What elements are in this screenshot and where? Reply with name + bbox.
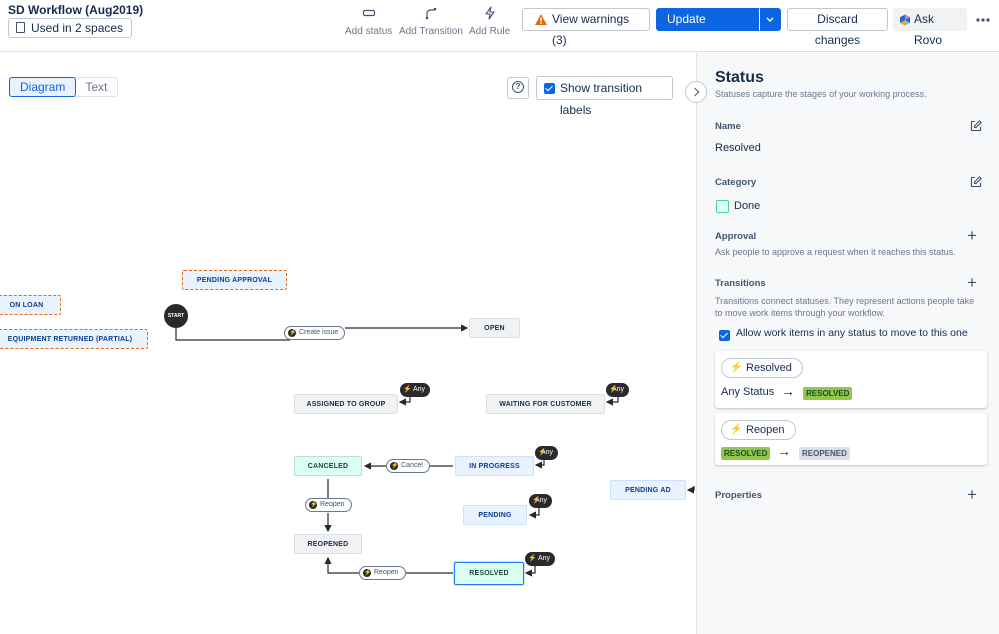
collapse-panel-button[interactable] <box>685 81 707 103</box>
edit-category-icon[interactable] <box>970 176 982 188</box>
edit-name-icon[interactable] <box>970 120 982 132</box>
any-badge-waiting[interactable]: Any <box>606 383 630 397</box>
used-in-spaces-label: Used in 2 spaces <box>31 21 124 35</box>
tab-diagram[interactable]: Diagram <box>9 77 77 97</box>
warning-icon <box>535 14 547 25</box>
status-pending-approval[interactable]: PENDING APPROVAL <box>182 270 287 290</box>
update-options-dropdown[interactable] <box>759 8 781 31</box>
show-labels-label: Show transition labels <box>560 81 643 117</box>
panel-title: Status <box>715 69 764 86</box>
ask-rovo-label: Ask Rovo <box>914 12 943 47</box>
more-icon <box>976 18 990 22</box>
status-pending[interactable]: PENDING <box>463 505 527 525</box>
status-reopened[interactable]: REOPENED <box>294 534 362 554</box>
transition-reopen-1[interactable]: Reopen <box>305 498 352 512</box>
allow-any-status-label: Allow work items in any status to move t… <box>736 327 968 339</box>
add-transition-icon[interactable]: + <box>967 273 977 292</box>
add-transition-label: Add Transition <box>399 26 463 37</box>
category-label: Category <box>715 177 757 188</box>
discard-changes-button[interactable]: Discard changes <box>787 8 888 47</box>
transition-cancel[interactable]: Cancel <box>386 459 430 473</box>
category-color-swatch <box>716 200 729 213</box>
transition-from-lozenge: RESOLVED <box>721 447 771 460</box>
view-toggle: Diagram Text <box>9 77 119 97</box>
workflow-diagram-canvas[interactable]: Diagram Text ? Show transition labels <box>0 53 696 634</box>
transition-card-resolved[interactable]: Resolved Any Status → RESOLVED <box>715 351 987 408</box>
status-details-panel: Status Statuses capture the stages of yo… <box>696 53 999 634</box>
workflow-header: SD Workflow (Aug2019) Used in 2 spaces A… <box>0 0 999 52</box>
transition-create-issue[interactable]: Create issue <box>284 326 346 340</box>
status-icon <box>362 9 375 17</box>
workflow-title: SD Workflow (Aug2019) <box>8 3 144 17</box>
question-icon: ? <box>512 81 524 93</box>
transitions-label: Transitions <box>715 278 766 289</box>
any-badge-inprogress[interactable]: Any <box>535 446 559 460</box>
start-node[interactable]: START <box>164 304 188 328</box>
view-warnings-button[interactable]: View warnings (3) <box>522 8 650 47</box>
update-workflow-label: Update workflow <box>667 12 714 47</box>
status-name-value: Resolved <box>715 142 761 154</box>
status-waiting-for-customer[interactable]: WAITING FOR CUSTOMER <box>486 394 605 414</box>
add-rule-label: Add Rule <box>469 26 511 37</box>
any-badge-pending[interactable]: Any <box>529 494 553 508</box>
show-transition-labels-toggle[interactable]: Show transition labels <box>536 76 673 117</box>
update-workflow-button[interactable]: Update workflow <box>656 8 759 47</box>
edge-reopen-to-reopened-2 <box>324 556 359 574</box>
any-badge-assigned[interactable]: Any <box>400 383 431 397</box>
lightning-icon <box>485 6 495 20</box>
approval-label: Approval <box>715 231 757 242</box>
status-resolved[interactable]: RESOLVED <box>454 562 524 585</box>
transition-from: Any Status <box>721 386 775 398</box>
transition-edges <box>175 324 695 577</box>
edge-any-pendingad <box>686 486 695 494</box>
add-status-label: Add status <box>345 26 393 37</box>
used-in-spaces-button[interactable]: Used in 2 spaces <box>8 18 133 38</box>
transition-to-lozenge: REOPENED <box>799 447 850 460</box>
transition-name-pill[interactable]: Reopen <box>721 420 796 440</box>
edge-start-to-create <box>175 328 290 341</box>
chevron-down-icon <box>766 17 774 22</box>
transitions-description: Transitions connect statuses. They repre… <box>715 296 975 318</box>
more-options-button[interactable] <box>973 10 993 30</box>
transition-name-pill[interactable]: Resolved <box>721 358 803 378</box>
document-icon <box>16 22 25 33</box>
add-transition-button[interactable]: Add Transition <box>399 6 463 37</box>
status-in-progress[interactable]: IN PROGRESS <box>455 456 534 476</box>
add-rule-button[interactable]: Add Rule <box>469 6 510 37</box>
show-labels-checkbox[interactable] <box>544 83 555 94</box>
transition-to-lozenge: RESOLVED <box>803 387 853 400</box>
tab-text[interactable]: Text <box>85 80 108 94</box>
any-badge-resolved[interactable]: Any <box>525 552 556 566</box>
rovo-icon <box>900 14 910 26</box>
edge-any-pending <box>528 506 540 519</box>
name-label: Name <box>715 121 741 132</box>
ask-rovo-button[interactable]: Ask Rovo <box>893 8 967 47</box>
status-assigned-to-group[interactable]: ASSIGNED TO GROUP <box>294 394 398 414</box>
add-property-icon[interactable]: + <box>967 485 977 504</box>
edge-any-resolved <box>524 565 536 577</box>
add-approval-icon[interactable]: + <box>967 226 977 245</box>
properties-label: Properties <box>715 490 762 501</box>
allow-any-status-checkbox[interactable] <box>719 330 730 341</box>
add-status-button[interactable]: Add status <box>345 6 392 37</box>
transition-icon <box>425 7 437 20</box>
transition-card-reopen[interactable]: Reopen RESOLVED → REOPENED <box>715 413 987 465</box>
transition-reopen-2[interactable]: Reopen <box>359 566 406 580</box>
status-open[interactable]: OPEN <box>469 318 520 338</box>
arrow-right-icon: → <box>777 443 791 459</box>
approval-description: Ask people to approve a request when it … <box>715 247 956 257</box>
status-equipment-returned[interactable]: EQUIPMENT RETURNED (PARTIAL) <box>0 329 148 349</box>
status-on-loan[interactable]: ON LOAN <box>0 295 61 315</box>
view-warnings-label: View warnings (3) <box>552 12 630 47</box>
discard-changes-label: Discard changes <box>814 12 861 47</box>
status-canceled[interactable]: CANCELED <box>294 456 362 476</box>
status-pending-ad[interactable]: PENDING AD <box>610 480 686 500</box>
help-button[interactable]: ? <box>507 77 529 99</box>
category-value: Done <box>734 200 761 212</box>
arrow-right-icon: → <box>781 383 795 399</box>
panel-subtitle: Statuses capture the stages of your work… <box>715 89 927 99</box>
